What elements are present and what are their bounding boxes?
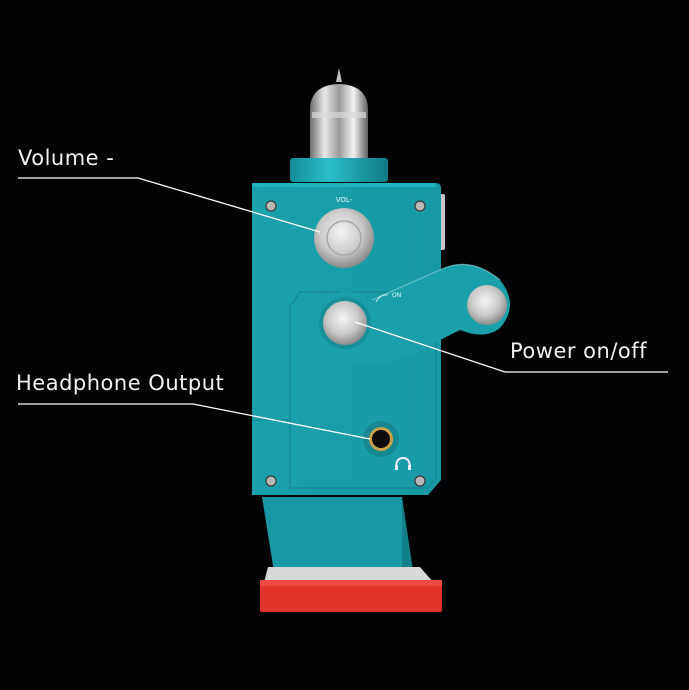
svg-text:ON: ON	[392, 292, 401, 299]
svg-text:VOL-: VOL-	[336, 196, 353, 204]
vacuum-tube	[310, 68, 368, 158]
headphone-callout-line	[18, 403, 371, 440]
stand	[262, 497, 414, 578]
red-base	[260, 567, 442, 612]
volume-minus-knob[interactable]: VOL-	[314, 196, 374, 268]
volume-minus-label: Volume -	[18, 146, 115, 170]
power-label: Power on/off	[510, 339, 648, 363]
power-callout-line	[354, 321, 668, 373]
headphone-jack[interactable]	[363, 421, 411, 470]
power-lever[interactable]: ON	[315, 263, 510, 364]
headphone-output-label: Headphone Output	[16, 371, 225, 395]
tube-socket	[290, 158, 388, 182]
volume-callout-line	[18, 177, 321, 233]
